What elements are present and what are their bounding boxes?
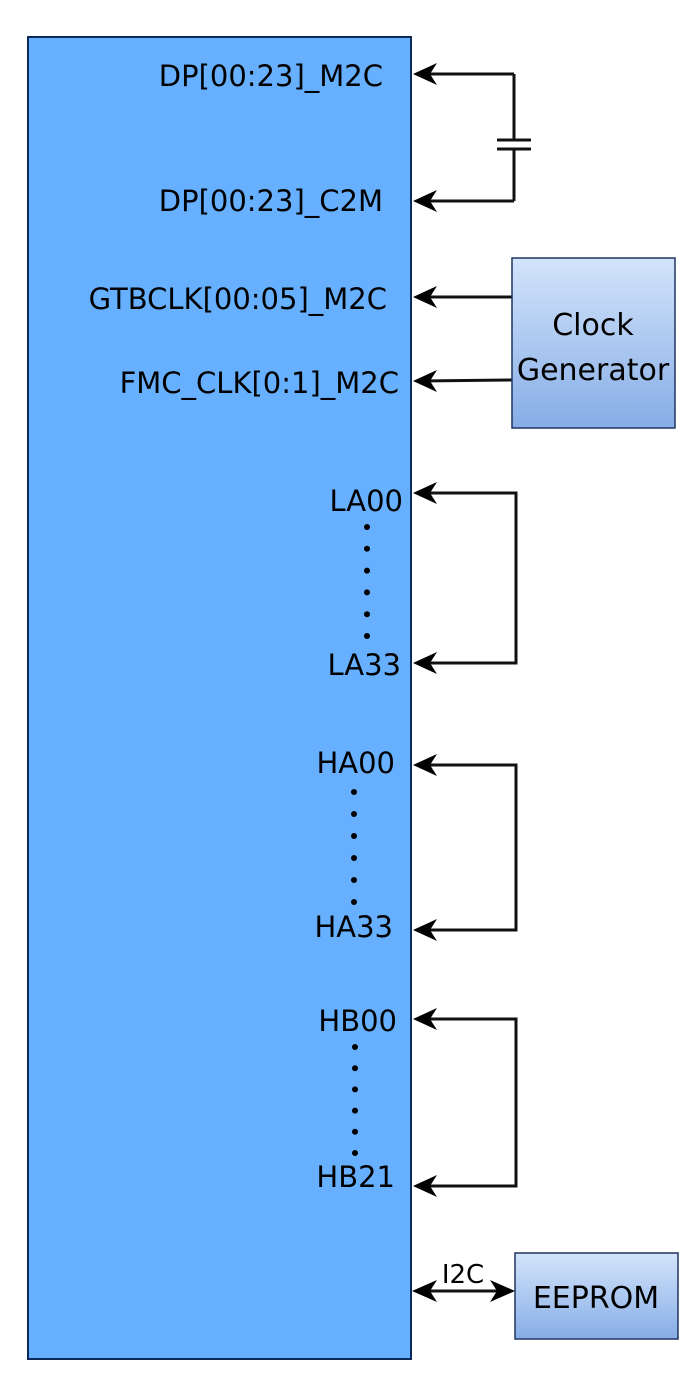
ellipsis-dot [352, 1086, 358, 1093]
arrowhead-icon [413, 1175, 437, 1197]
ellipsis-dot [364, 611, 370, 618]
la-bank-group: LA00 LA33 [327, 482, 518, 682]
ellipsis-dot [351, 899, 357, 905]
ellipsis-dot [352, 1150, 358, 1156]
i2c-bus-label: I2C [442, 1260, 484, 1290]
ha-bank-group: HA00 HA33 [314, 746, 518, 944]
ellipsis-dot [351, 877, 357, 883]
fmc-clk-arrow [419, 378, 513, 383]
ellipsis-dot [364, 633, 370, 639]
la-ellipsis [364, 524, 370, 639]
arrowhead-icon [412, 1280, 437, 1302]
signal-hb21: HB21 [316, 1160, 395, 1194]
ellipsis-dot [352, 1044, 358, 1050]
signal-ha33: HA33 [314, 910, 393, 944]
dp-loopback-connector [413, 63, 531, 212]
signal-la00: LA00 [329, 484, 403, 518]
arrowhead-icon [413, 652, 437, 674]
ellipsis-dot [364, 567, 370, 574]
signal-hb00: HB00 [318, 1004, 397, 1038]
eeprom-link-group: I2C EEPROM [412, 1252, 679, 1340]
arrowhead-icon [413, 190, 437, 212]
arrowhead-icon [413, 286, 437, 308]
fmc-main-block [27, 36, 412, 1360]
signal-fmc-clk: FMC_CLK[0:1]_M2C [120, 366, 399, 400]
arrowhead-icon [413, 754, 437, 776]
ellipsis-dot [364, 589, 370, 596]
eeprom-label: EEPROM [533, 1281, 659, 1316]
clock-generator-label-line1: Clock [552, 308, 634, 343]
signal-dp-m2c: DP[00:23]_M2C [159, 59, 383, 93]
ellipsis-dot [364, 545, 370, 552]
hb-bank-group: HB00 HB21 [316, 1004, 518, 1197]
ha-ellipsis [351, 789, 357, 905]
ellipsis-dot [351, 789, 357, 795]
ellipsis-dot [364, 524, 370, 530]
signal-ha00: HA00 [316, 746, 395, 780]
signal-gbtclk: GTBCLK[00:05]_M2C [89, 282, 387, 316]
ellipsis-dot [351, 833, 357, 839]
signal-dp-c2m: DP[00:23]_C2M [159, 184, 383, 218]
eeprom-block [514, 1252, 679, 1340]
hb-loopback-connector [420, 1017, 518, 1188]
ha-loopback-connector [420, 763, 518, 932]
ellipsis-dot [352, 1065, 358, 1072]
ellipsis-dot [351, 855, 357, 861]
hb-ellipsis [352, 1044, 358, 1156]
arrowhead-icon [413, 1008, 437, 1030]
ellipsis-dot [351, 811, 357, 817]
arrowhead-icon [413, 919, 437, 941]
dp-lanes-group: DP[00:23]_M2C DP[00:23]_C2M [159, 59, 531, 218]
clock-generator-block: Clock Generator [511, 257, 676, 429]
arrowhead-icon [413, 63, 437, 85]
arrowhead-icon [413, 482, 437, 504]
ellipsis-dot [352, 1128, 358, 1135]
ellipsis-dot [352, 1107, 358, 1114]
clock-generator-label-line2: Generator [517, 353, 670, 388]
arrowhead-icon [413, 370, 437, 392]
signal-la33: LA33 [327, 648, 401, 682]
arrowhead-icon [490, 1280, 515, 1302]
la-loopback-connector [420, 491, 518, 665]
